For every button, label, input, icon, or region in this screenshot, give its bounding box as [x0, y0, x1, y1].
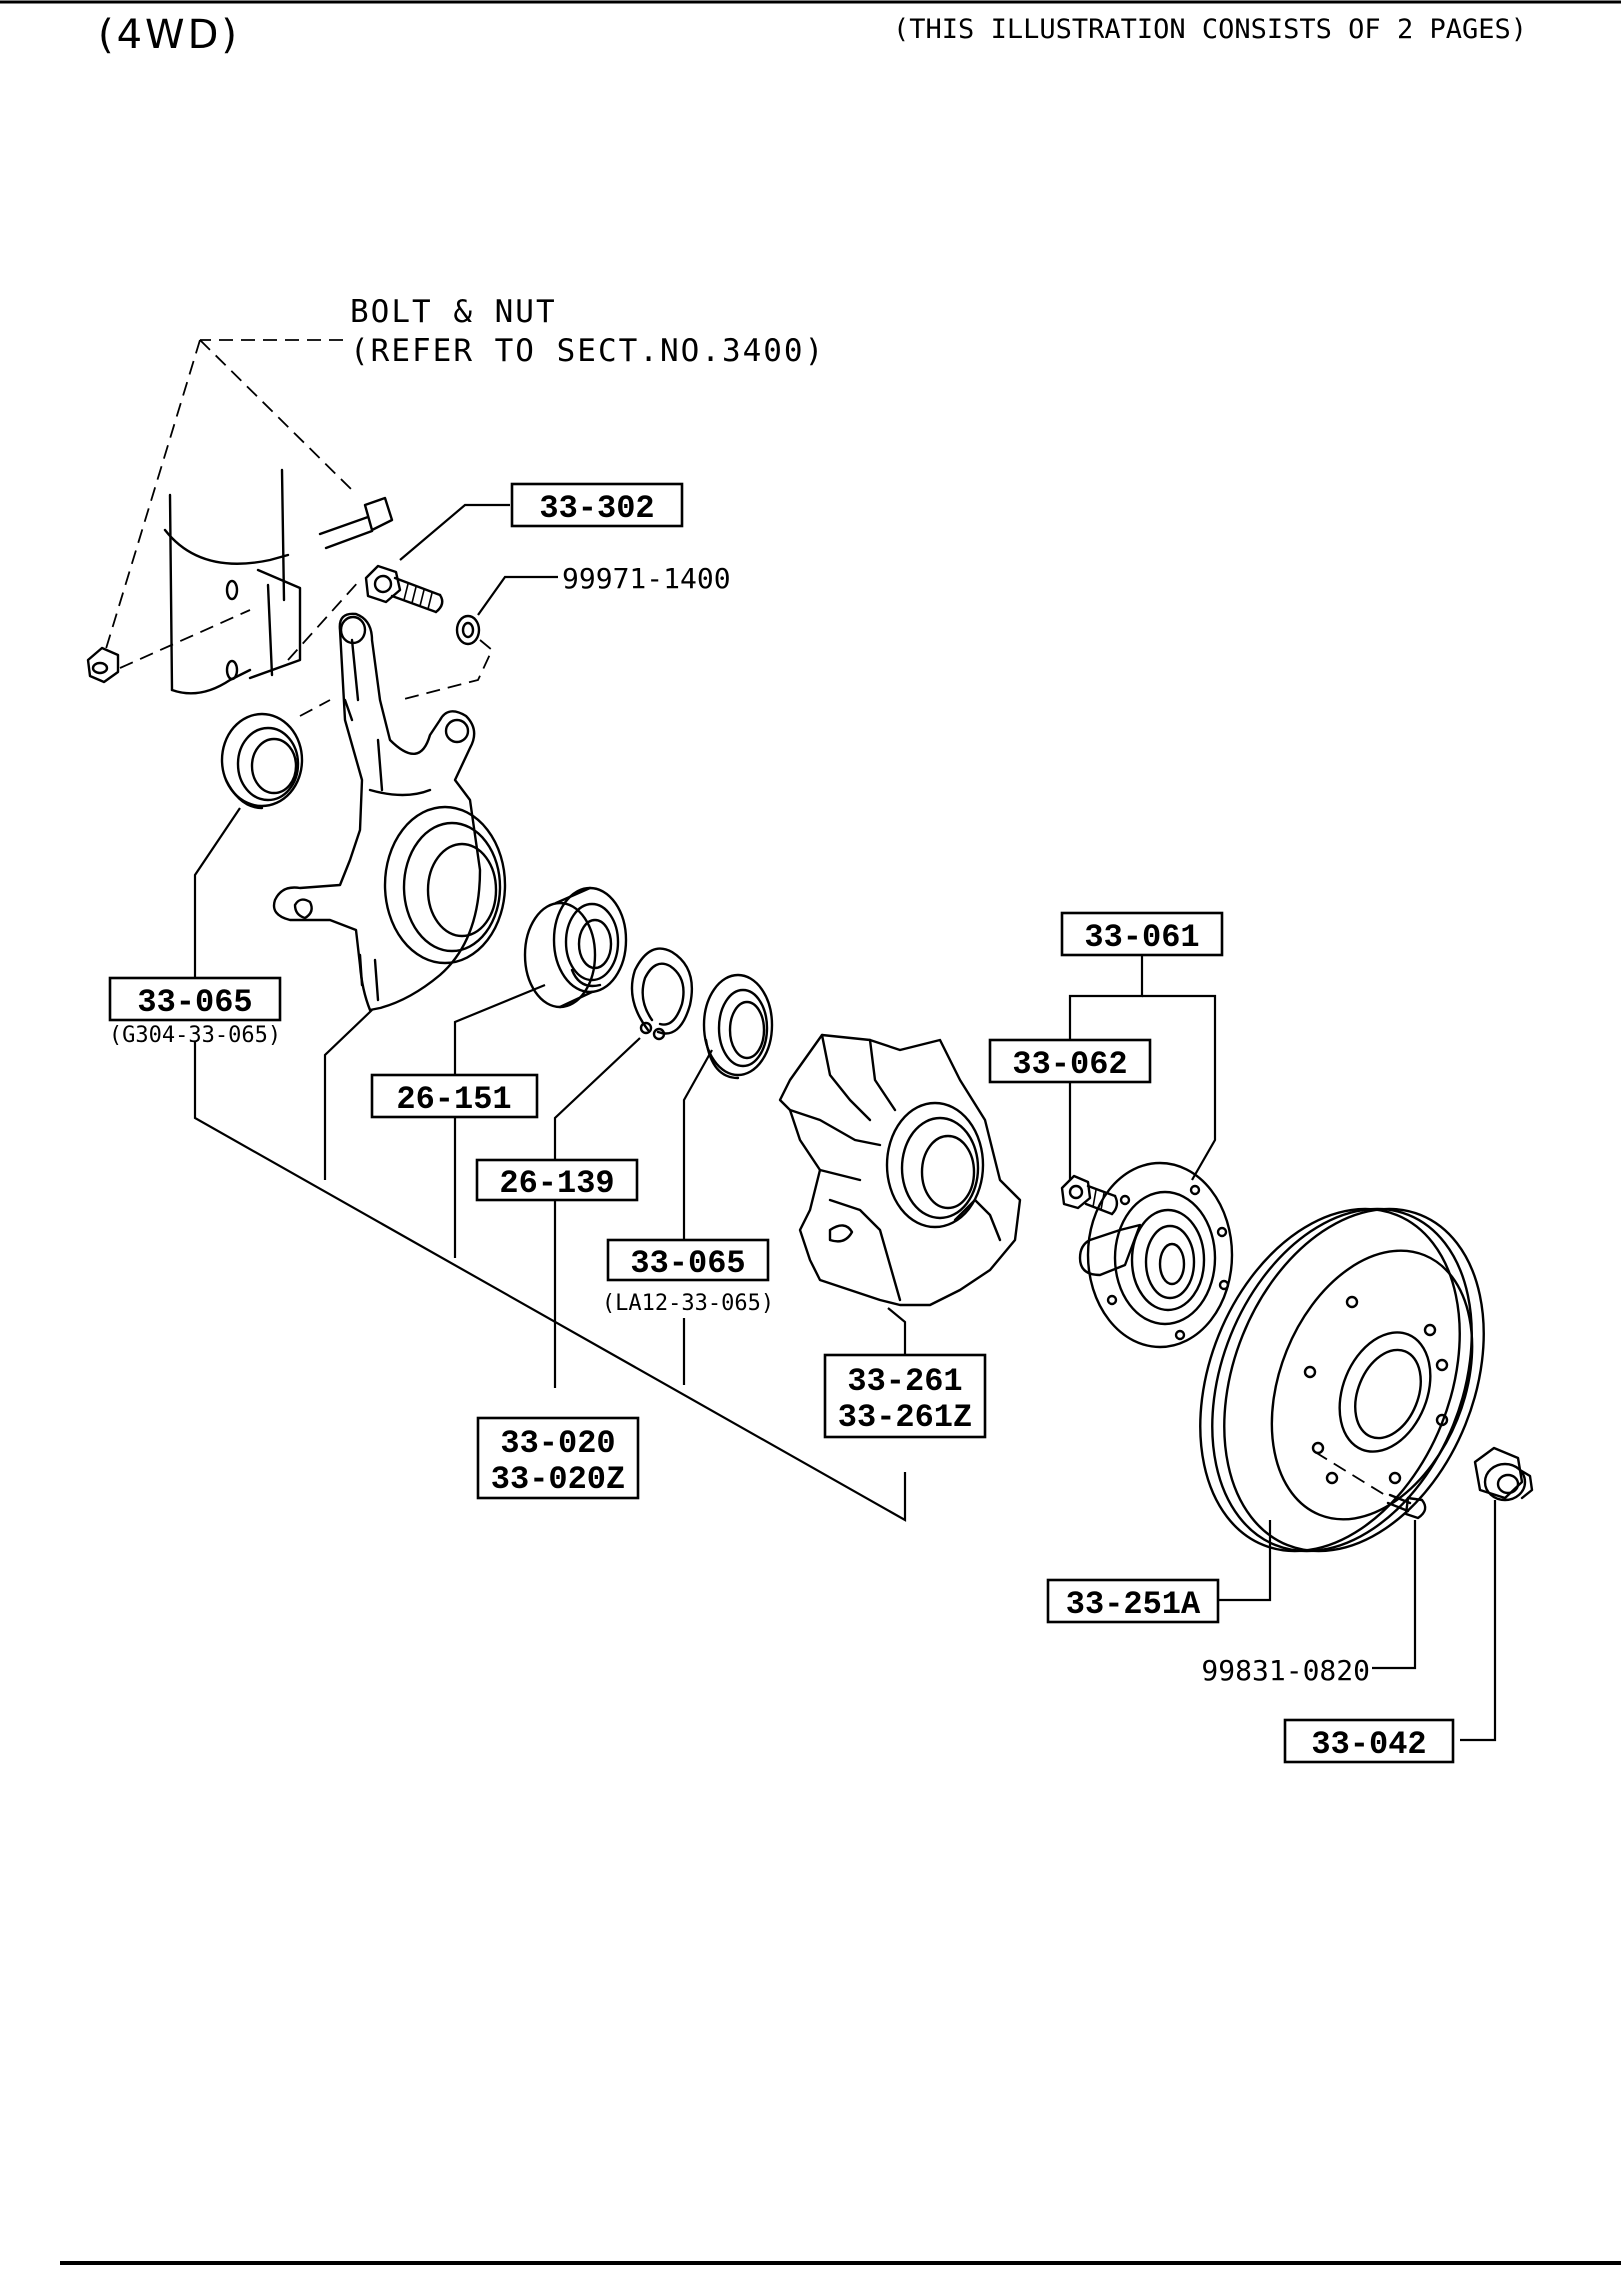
label-33-065-right-text: 33-065 — [630, 1245, 745, 1282]
wheel-hub — [1078, 1161, 1234, 1349]
label-33-065-left-text: 33-065 — [137, 984, 252, 1021]
label-26-151-text: 26-151 — [396, 1081, 511, 1118]
leader-lines — [193, 503, 1497, 1742]
hub-bolt — [1060, 1174, 1119, 1216]
label-26-151: 26-151 — [370, 1073, 539, 1119]
washer-dashed-path — [399, 639, 494, 701]
strut-bolt-upper — [318, 496, 394, 550]
dust-cover — [778, 1033, 1022, 1307]
label-33-302-text: 33-302 — [539, 490, 654, 527]
label-33-261z-text: 33-261Z — [838, 1399, 972, 1436]
label-33-061: 33-061 — [1060, 911, 1224, 957]
label-33-251a-text: 33-251A — [1066, 1586, 1201, 1623]
dust-seal-left — [220, 712, 304, 810]
label-33-020-text: 33-020 — [500, 1425, 615, 1462]
label-33-020z-text: 33-020Z — [491, 1461, 625, 1498]
steering-knuckle — [272, 612, 507, 1012]
label-99971-1400: 99971-1400 — [562, 562, 731, 595]
snap-ring — [630, 947, 694, 1041]
label-33-062-text: 33-062 — [1012, 1046, 1127, 1083]
label-26-139-text: 26-139 — [499, 1165, 614, 1202]
label-33-020: 33-020 33-020Z — [476, 1416, 640, 1500]
bolt-nut-dashed-leaders — [104, 339, 353, 653]
label-33-261: 33-261 33-261Z — [823, 1353, 987, 1439]
bolt-nut-note: BOLT & NUT — [350, 294, 557, 330]
brake-disc — [1199, 1207, 1485, 1553]
label-33-065-left-sub: (G304-33-065) — [109, 1023, 281, 1048]
label-33-065-right: 33-065 (LA12-33-065) — [602, 1238, 774, 1316]
label-33-065-left: 33-065 (G304-33-065) — [108, 976, 282, 1048]
hub-nut — [1473, 1446, 1534, 1502]
bolt-nut-note-ref: (REFER TO SECT.NO.3400) — [350, 333, 825, 369]
label-33-302: 33-302 — [510, 482, 684, 528]
label-33-062: 33-062 — [988, 1038, 1152, 1084]
page-note: (THIS ILLUSTRATION CONSISTS OF 2 PAGES) — [893, 14, 1527, 45]
label-33-042-text: 33-042 — [1311, 1726, 1426, 1763]
disc-screw — [1314, 1451, 1427, 1520]
wheel-bearing — [523, 886, 628, 1009]
knuckle-bolt — [364, 564, 444, 614]
label-99831-0820: 99831-0820 — [1201, 1654, 1370, 1687]
lock-washer — [455, 614, 481, 646]
page-title: (4WD) — [98, 12, 240, 58]
label-33-261-text: 33-261 — [847, 1363, 962, 1400]
label-33-042: 33-042 — [1283, 1718, 1455, 1764]
strut-nut — [86, 646, 120, 684]
label-33-061-text: 33-061 — [1084, 919, 1199, 956]
strut-tube — [163, 468, 302, 695]
label-33-251a: 33-251A — [1046, 1578, 1220, 1624]
strut-dashed-center — [119, 579, 361, 717]
label-26-139: 26-139 — [475, 1158, 639, 1202]
label-33-065-right-sub: (LA12-33-065) — [602, 1291, 774, 1316]
oil-seal-right — [702, 973, 774, 1080]
